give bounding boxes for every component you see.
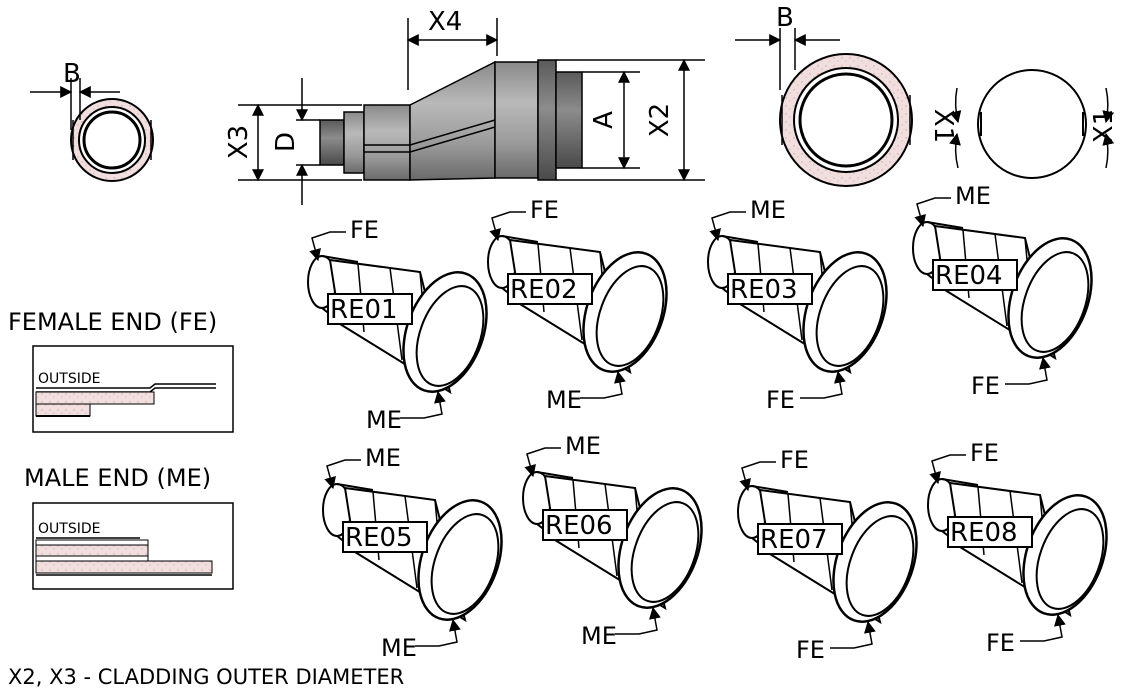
footer-note: X2, X3 - CLADDING OUTER DIAMETER [8,665,404,688]
bottom-leader [800,370,846,399]
dim-x4: X4 [428,7,462,37]
bottom-end-label: ME [381,634,417,662]
variant-tag-label: RE04 [935,261,1003,291]
large-end-inner [595,265,665,367]
legend-male-end: MALE END (ME) OUTSIDE [24,464,234,590]
seam-overlap-view: X1 X1 [928,69,1119,179]
bottom-leader [1005,356,1051,385]
bottom-leader [415,618,461,647]
top-end-label: ME [365,444,401,472]
bottom-end-label: ME [581,622,617,650]
bottom-leader [615,606,661,635]
variant-re04: RE04 ME FE [912,182,1093,400]
variant-tag-label: RE06 [545,511,613,541]
large-end-inner [415,285,485,387]
variant-tag-label: RE02 [510,275,578,305]
bottom-end-label: ME [546,386,582,414]
top-end-label: FE [970,439,999,467]
variant-re02: RE02 FE ME [487,196,668,414]
dim-x1-right: X1 [1089,109,1119,143]
bottom-leader [830,620,876,649]
reducer-side-view: X4 X3 D A X2 [224,7,705,205]
bottom-end-label: ME [366,406,402,434]
bottom-end-label: FE [796,636,825,664]
variant-grid: RE01FEMERE02FEMERE03MEFERE04MEFERE05MEME… [307,182,1108,664]
top-end-label: FE [530,196,559,224]
female-end-heading: FEMALE END (FE) [8,308,217,336]
variant-tag-box [947,516,1033,548]
dim-x3: X3 [224,125,254,159]
large-end-inner [630,501,700,603]
variant-tag-label: RE03 [730,275,798,305]
dim-x1-left: X1 [928,109,958,143]
top-leader [524,447,561,478]
top-leader [324,459,361,490]
dim-b-right: B [776,3,794,33]
top-end-label: FE [350,216,379,244]
variant-re03: RE03 ME FE [707,196,888,414]
variant-tag-box [932,259,1018,291]
variant-re01: RE01 FE ME [307,216,488,434]
bottom-end-label: FE [766,386,795,414]
large-end-inner [815,265,885,367]
bottom-leader [580,370,626,399]
large-end-inner [1035,508,1105,610]
female-outside-label: OUTSIDE [38,371,100,387]
top-end-label: ME [955,182,991,210]
large-end-inner [845,515,915,617]
variant-tag-box [727,273,813,305]
top-leader [929,454,966,485]
small-end-view: B [30,59,154,182]
dim-x2: X2 [645,103,675,137]
variant-tag-box [757,523,843,555]
variant-tag-box [507,273,593,305]
dim-a: A [589,111,619,129]
top-end-label: ME [750,196,786,224]
top-leader [914,197,951,228]
top-leader [739,461,776,492]
variant-tag-label: RE07 [760,525,828,555]
male-end-heading: MALE END (ME) [24,464,211,492]
large-end-view: B [735,3,913,187]
variant-tag-label: RE05 [345,523,413,553]
top-leader [709,211,746,242]
bottom-leader [1020,613,1066,642]
legend-female-end: FEMALE END (FE) OUTSIDE [8,308,234,433]
bottom-leader [400,390,446,419]
large-end-inner [1020,251,1090,353]
variant-tag-box [342,521,428,553]
dim-b-left: B [63,59,81,89]
variant-tag-label: RE01 [330,295,398,325]
variant-tag-label: RE08 [950,518,1018,548]
large-end-inner [430,513,500,615]
bottom-end-label: FE [986,629,1015,657]
top-end-label: FE [780,446,809,474]
variant-tag-box [542,509,628,541]
variant-tag-box [327,293,413,325]
top-leader [489,211,526,242]
bottom-end-label: FE [971,372,1000,400]
dim-d: D [271,132,301,152]
top-end-label: ME [565,432,601,460]
male-outside-label: OUTSIDE [38,521,100,537]
top-leader [309,231,346,262]
